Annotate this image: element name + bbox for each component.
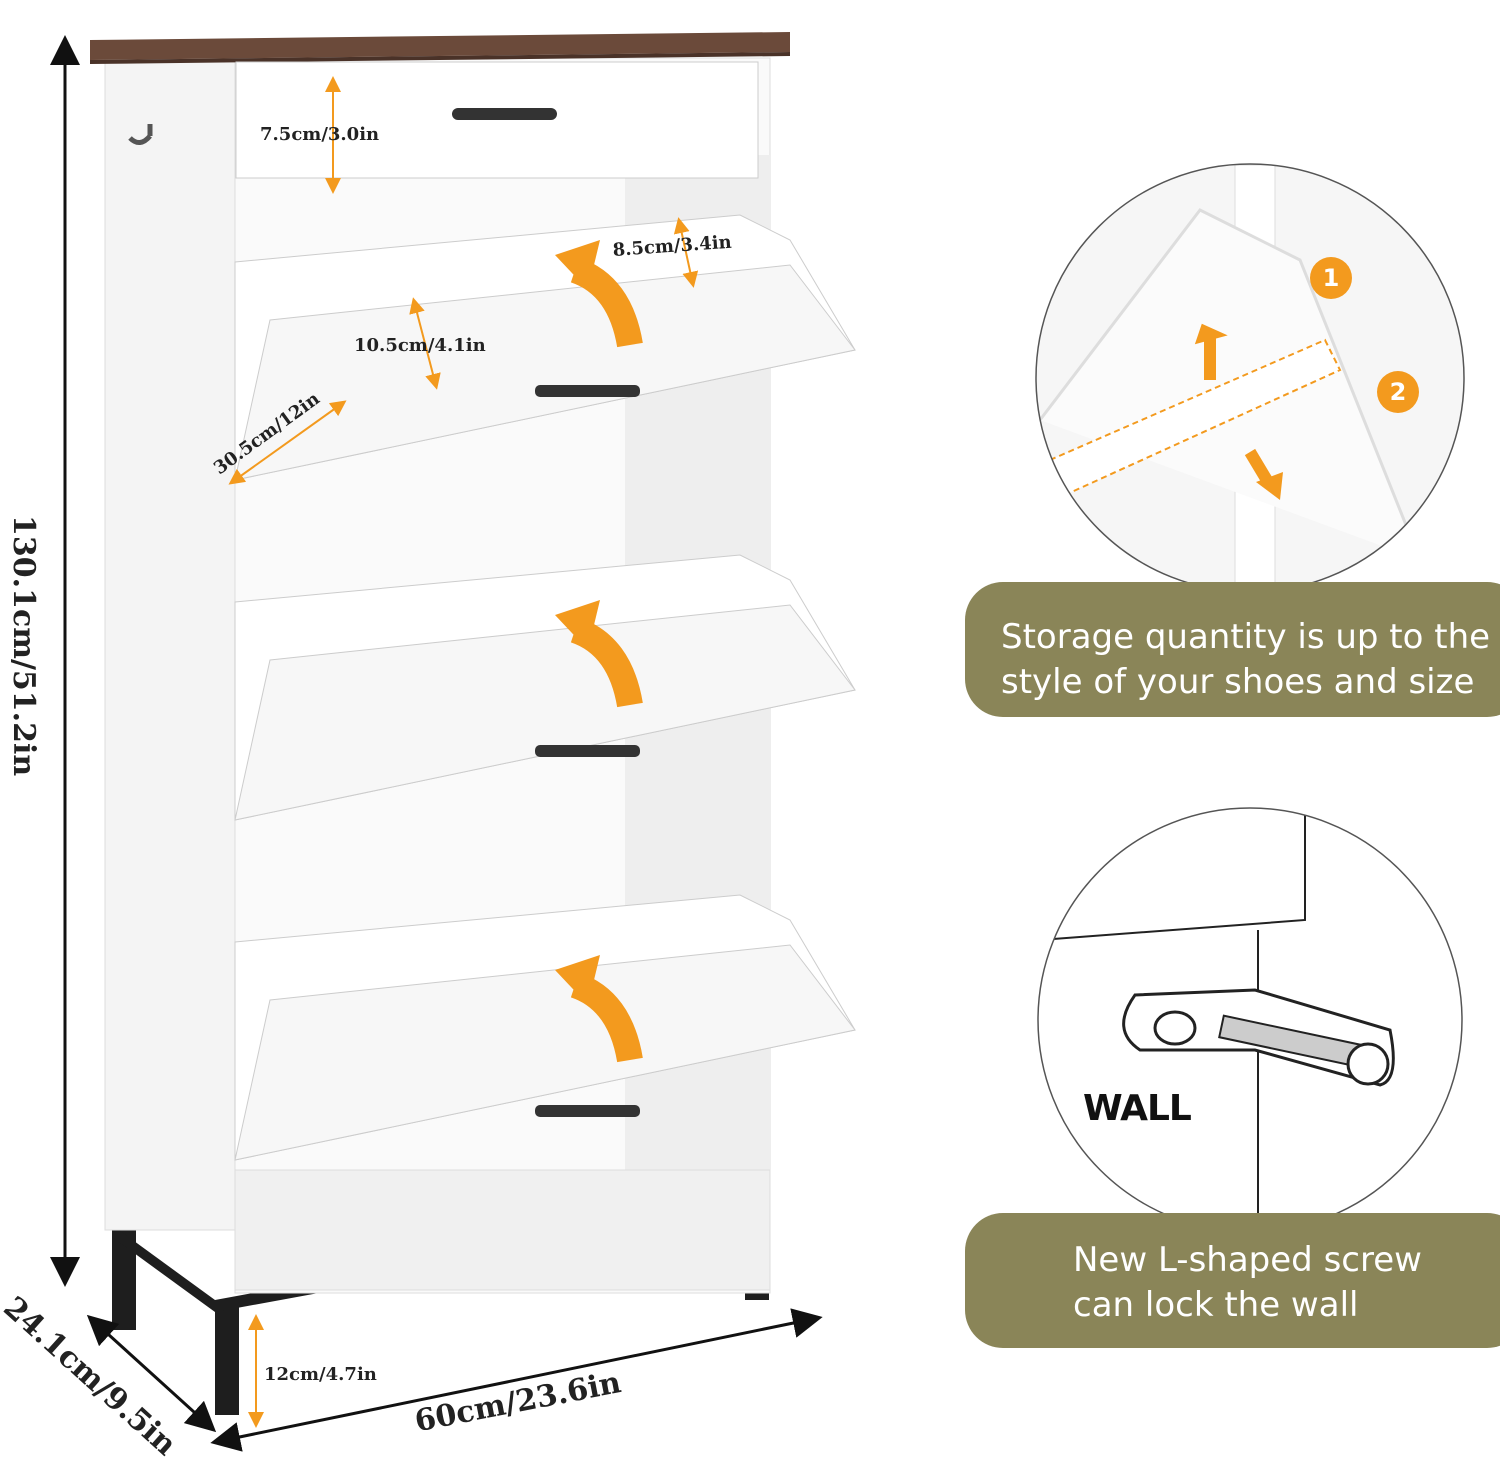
- storage-caption-line1: Storage quantity is up to the: [1001, 617, 1491, 657]
- dimension-lines: [50, 35, 823, 1452]
- flap-drawers: [234, 214, 856, 1161]
- flap-inner-height-label: 10.5cm/4.1in: [354, 335, 486, 356]
- wall-label: WALL: [1083, 1088, 1192, 1129]
- storage-caption-line2: style of your shoes and size: [1001, 662, 1475, 702]
- bottom-shelf: [234, 1169, 771, 1291]
- drawer-handle: [452, 108, 557, 120]
- screw-caption-line2: can lock the wall: [1073, 1285, 1359, 1325]
- drawer-height-label: 7.5cm/3.0in: [260, 124, 380, 145]
- wood-top: [90, 32, 790, 60]
- step-1-badge: 1: [1310, 257, 1352, 299]
- detail-circle-flap-mechanism: [1036, 164, 1464, 592]
- screw-caption: New L-shaped screw can lock the wall: [965, 1213, 1500, 1348]
- detail-circle-wall-screw: [1038, 808, 1462, 1232]
- height-dimension-label: 130.1cm/51.2in: [6, 515, 41, 777]
- screw-caption-line1: New L-shaped screw: [1073, 1240, 1422, 1280]
- hook-icon: [128, 124, 153, 145]
- storage-caption: Storage quantity is up to the style of y…: [965, 582, 1500, 717]
- step-2-badge: 2: [1377, 371, 1419, 413]
- leg-height-label: 12cm/4.7in: [264, 1364, 377, 1385]
- cabinet-side: [104, 57, 236, 1231]
